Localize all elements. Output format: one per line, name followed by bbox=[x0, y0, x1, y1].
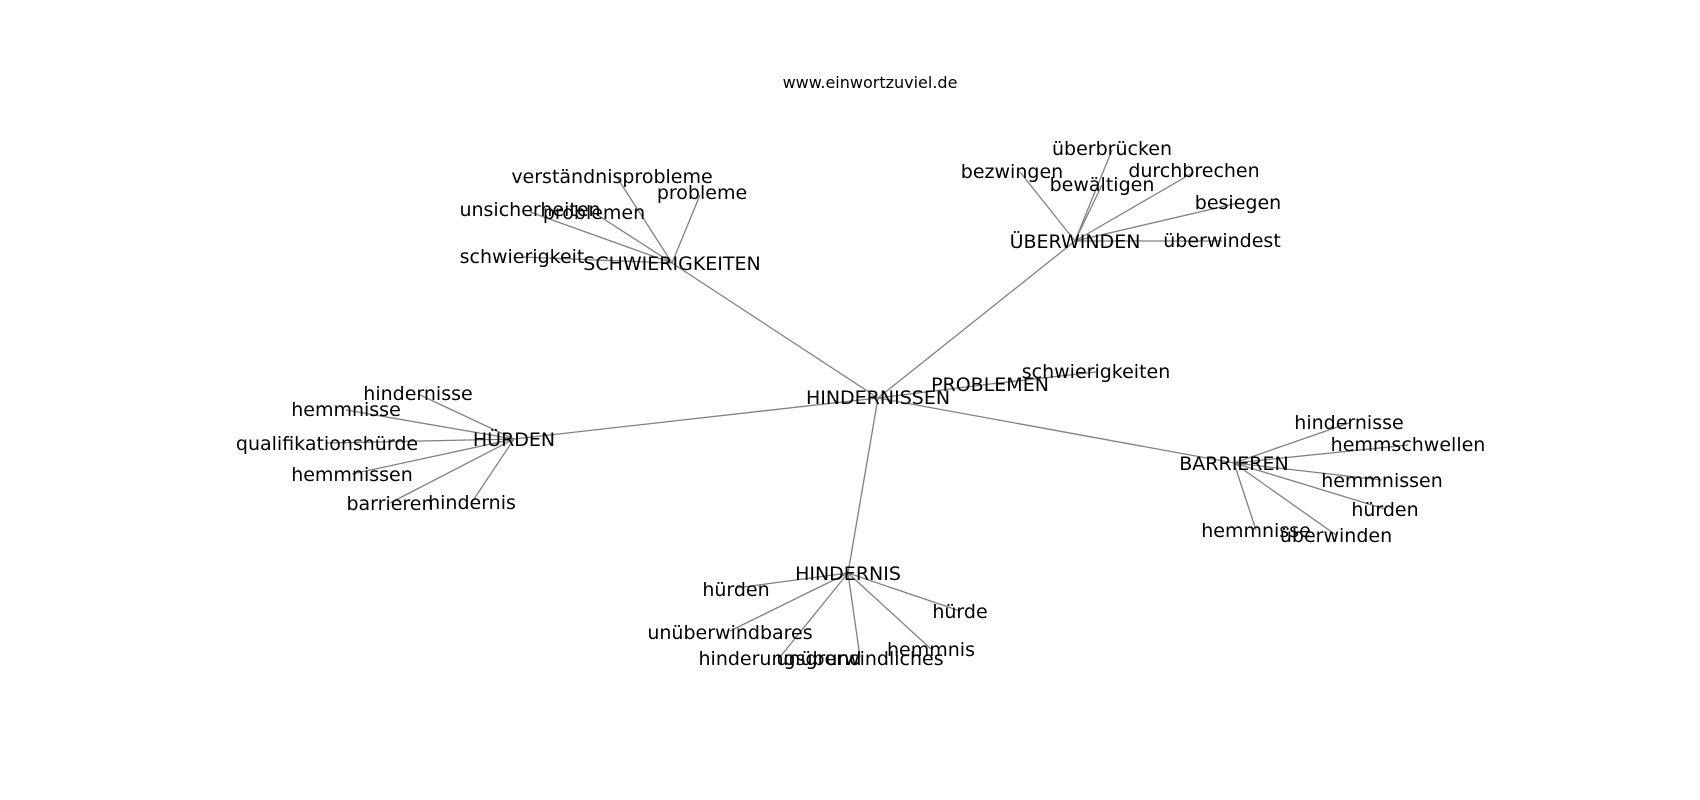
leaf-node: hindernisse bbox=[1294, 412, 1403, 434]
leaf-node: schwierigkeit bbox=[460, 246, 585, 268]
edge-leaf-1-4 bbox=[1074, 202, 1239, 242]
edge-leaf-0-1 bbox=[671, 194, 701, 264]
site-credit: www.einwortzuviel.de bbox=[783, 73, 958, 92]
edge-center-1 bbox=[877, 240, 1076, 399]
leaf-node: durchbrechen bbox=[1128, 160, 1259, 182]
edge-leaf-1-1 bbox=[1019, 171, 1076, 242]
edge-leaf-3-3 bbox=[351, 438, 515, 475]
edge-leaf-2-0 bbox=[989, 371, 1097, 385]
leaf-node: unsicherheiten bbox=[459, 199, 600, 221]
leaf-node: unüberwindliches bbox=[776, 648, 943, 670]
edge-leaf-3-5 bbox=[471, 438, 515, 503]
edge-leaf-3-4 bbox=[389, 438, 515, 504]
leaf-node: schwierigkeiten bbox=[1022, 361, 1171, 383]
leaf-node: hemmnisse bbox=[1201, 520, 1311, 542]
edge-leaf-5-3 bbox=[847, 572, 932, 650]
edge-center-0 bbox=[671, 262, 879, 399]
leaf-node: hemmnisse bbox=[291, 399, 401, 421]
edge-center-4 bbox=[877, 397, 1235, 464]
edge-leaf-5-1 bbox=[847, 572, 961, 612]
edges-layer bbox=[326, 149, 1409, 658]
edge-leaf-4-5 bbox=[1233, 462, 1337, 536]
leaf-node: hindernisse bbox=[363, 383, 472, 405]
edge-leaf-5-2 bbox=[729, 572, 849, 632]
leaf-node: bewältigen bbox=[1050, 174, 1155, 196]
leaf-node: verständnisprobleme bbox=[511, 166, 712, 188]
leaf-node: hindernis bbox=[428, 492, 516, 514]
edge-leaf-3-1 bbox=[345, 409, 515, 440]
leaf-node: hürden bbox=[702, 579, 769, 601]
edge-leaf-3-0 bbox=[417, 393, 515, 440]
leaf-node: überwindest bbox=[1163, 230, 1281, 252]
hub-node: SCHWIERIGKEITEN bbox=[583, 253, 760, 275]
hub-node: HÜRDEN bbox=[473, 428, 555, 451]
hub-node: BARRIEREN bbox=[1179, 453, 1288, 475]
hub-node: HINDERNIS bbox=[795, 563, 901, 585]
edge-leaf-0-0 bbox=[617, 178, 673, 264]
edge-leaf-5-5 bbox=[847, 572, 861, 658]
hub-node: ÜBERWINDEN bbox=[1010, 230, 1141, 253]
leaf-node: überbrücken bbox=[1052, 138, 1172, 160]
leaf-node: barrieren bbox=[346, 493, 433, 515]
edge-leaf-4-2 bbox=[1233, 462, 1383, 481]
edge-leaf-5-4 bbox=[779, 572, 849, 658]
leaf-node: bezwingen bbox=[961, 161, 1063, 183]
edge-center-5 bbox=[847, 397, 879, 574]
leaf-node: besiegen bbox=[1195, 192, 1281, 214]
edge-leaf-0-4 bbox=[521, 256, 673, 264]
edge-center-3 bbox=[513, 397, 879, 440]
center-node: HINDERNISSEN bbox=[806, 387, 950, 409]
leaf-node: hürde bbox=[932, 601, 987, 623]
leaf-node: hemmnissen bbox=[291, 464, 413, 486]
edge-leaf-3-2 bbox=[326, 438, 515, 444]
leaf-node: hürden bbox=[1351, 499, 1418, 521]
leaf-node: problemen bbox=[543, 202, 645, 224]
leaf-node: hemmnis bbox=[887, 639, 975, 661]
edge-leaf-5-0 bbox=[735, 572, 849, 589]
leaf-node: unüberwindbares bbox=[647, 622, 812, 644]
leaf-node: hemmschwellen bbox=[1331, 434, 1486, 456]
nodes-layer: SCHWIERIGKEITENverständnisproblemeproble… bbox=[236, 138, 1485, 670]
leaf-node: hinderungsgrund bbox=[699, 648, 862, 670]
leaf-node: hemmnissen bbox=[1321, 470, 1443, 492]
edge-leaf-4-0 bbox=[1233, 422, 1350, 464]
edge-leaf-1-2 bbox=[1074, 171, 1195, 242]
leaf-node: qualifikationshürde bbox=[236, 433, 418, 455]
leaf-node: überwinden bbox=[1280, 525, 1392, 547]
edge-center-2 bbox=[877, 383, 991, 399]
edge-leaf-4-1 bbox=[1233, 444, 1409, 464]
edge-leaf-4-3 bbox=[1233, 462, 1386, 510]
leaf-node: probleme bbox=[657, 182, 747, 204]
edge-leaf-1-0 bbox=[1074, 149, 1113, 242]
hub-node: PROBLEMEN bbox=[931, 374, 1049, 396]
edge-leaf-0-2 bbox=[529, 211, 673, 264]
edge-leaf-0-3 bbox=[595, 213, 673, 264]
edge-leaf-1-3 bbox=[1074, 184, 1103, 242]
edge-leaf-4-4 bbox=[1233, 462, 1257, 531]
